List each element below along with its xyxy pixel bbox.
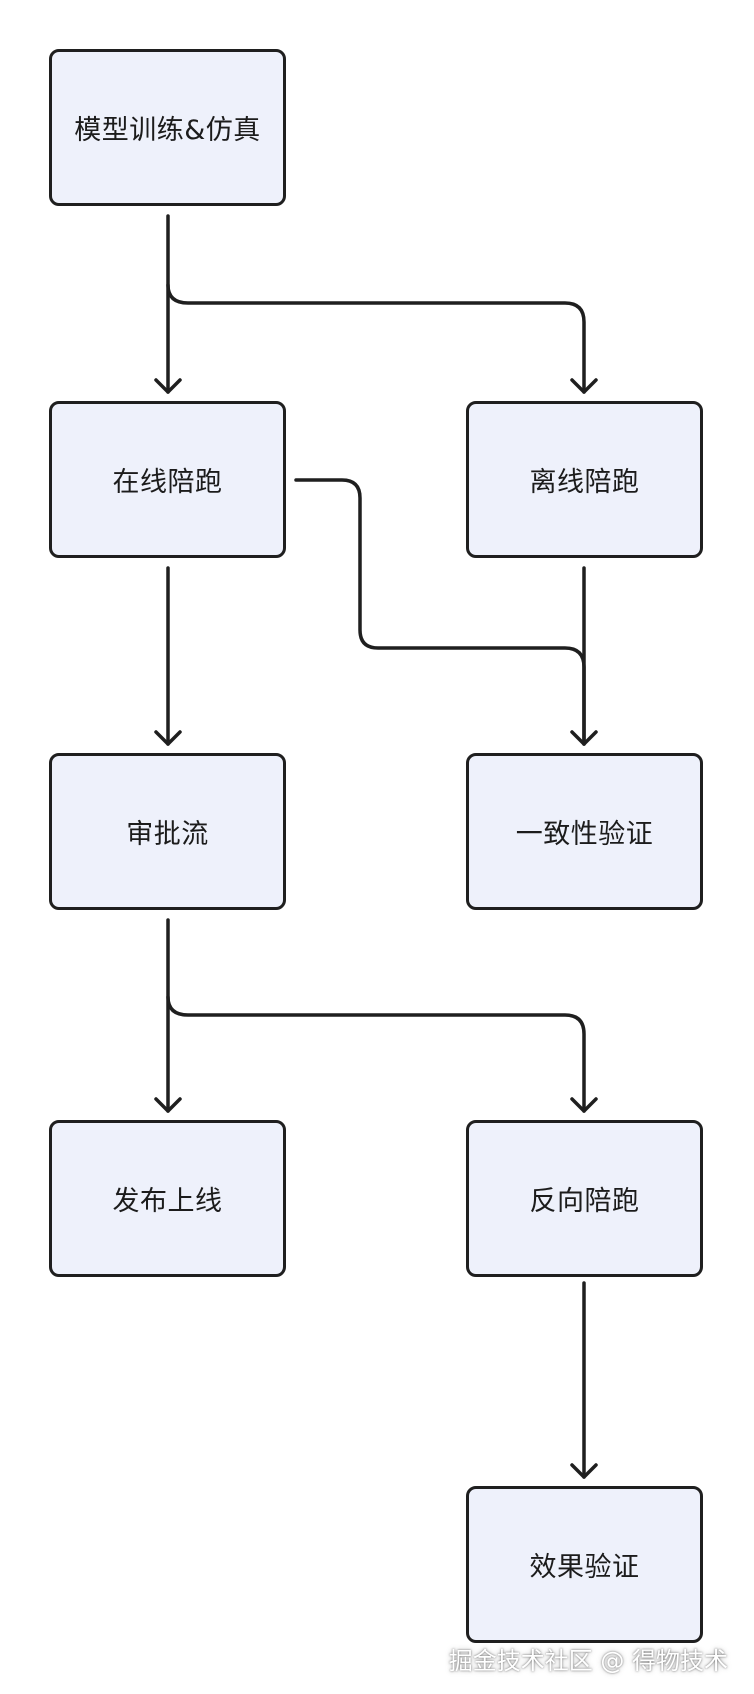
node-label: 审批流 [126,819,209,850]
node-label: 模型训练&仿真 [74,115,261,146]
node-label: 离线陪跑 [529,467,640,498]
edge-train-to-offline [166,283,586,394]
node-consistency-check: 一致性验证 [466,753,703,910]
arrowhead-effect [570,1463,598,1479]
arrowhead-online [154,378,182,394]
arrowhead-release [154,1097,182,1113]
node-release: 发布上线 [49,1120,286,1277]
arrowhead-approval [154,730,182,746]
node-model-training: 模型训练&仿真 [49,49,286,206]
node-label: 效果验证 [529,1552,640,1583]
node-label: 反向陪跑 [529,1186,640,1217]
node-label: 一致性验证 [515,819,654,850]
edge-approval-to-reverse [166,995,586,1113]
edge-online-to-consistency [294,478,586,746]
node-label: 在线陪跑 [112,467,223,498]
node-label: 发布上线 [112,1186,223,1217]
arrowhead-reverse [570,1097,598,1113]
node-effect-check: 效果验证 [466,1486,703,1643]
node-reverse-shadow: 反向陪跑 [466,1120,703,1277]
node-online-shadow: 在线陪跑 [49,401,286,558]
watermark: 掘金技术社区 @ 得物技术 [448,1647,728,1675]
node-approval-flow: 审批流 [49,753,286,910]
arrowhead-offline [570,378,598,394]
arrowhead-consistency [570,730,598,746]
node-offline-shadow: 离线陪跑 [466,401,703,558]
